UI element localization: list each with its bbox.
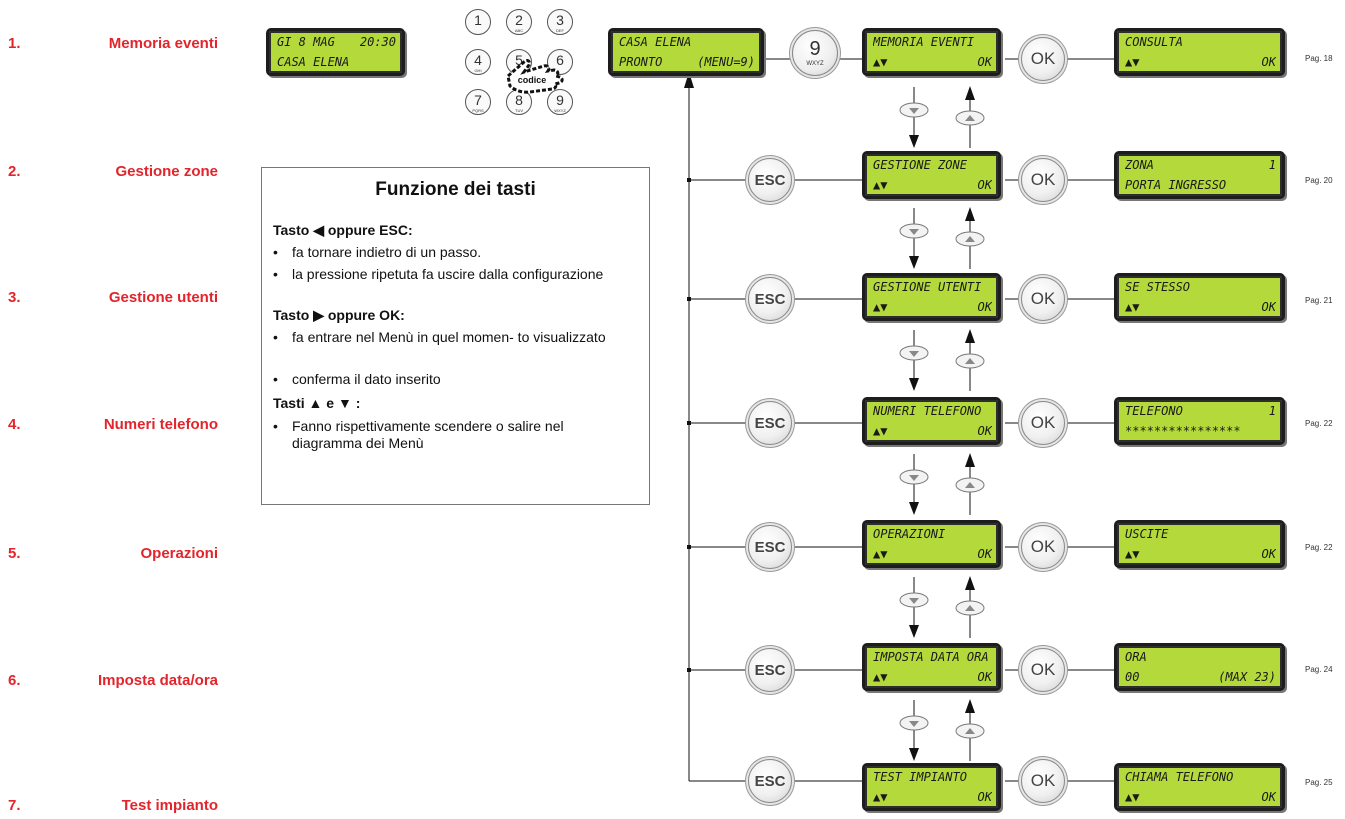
legend-item: •la pressione ripetuta fa uscire dalla c…: [273, 266, 604, 282]
legend-item: •fa tornare indietro di un passo.: [273, 244, 482, 260]
menu-label-numeri-telefono: 4.Numeri telefono: [8, 416, 218, 433]
nav-arrows: [899, 86, 985, 762]
esc-button-operazioni[interactable]: ESC: [748, 525, 792, 569]
esc-button-gestione-utenti[interactable]: ESC: [748, 277, 792, 321]
menu-label-memoria-eventi: 1.Memoria eventi: [8, 35, 218, 52]
submenu-display-chiama-telefono: CHIAMA TELEFONO ▲▼OK: [1114, 763, 1285, 811]
submenu-display-se-stesso: SE STESSO ▲▼OK: [1114, 273, 1285, 321]
page-ref: Pag. 22: [1305, 543, 1333, 552]
page-ref: Pag. 24: [1305, 665, 1333, 674]
esc-button-test-impianto[interactable]: ESC: [748, 759, 792, 803]
ok-button-numeri-telefono[interactable]: OK: [1021, 401, 1065, 445]
menu-label-operazioni: 5.Operazioni: [8, 545, 218, 562]
menu-label-test-impianto: 7.Test impianto: [8, 797, 218, 814]
ok-button-operazioni[interactable]: OK: [1021, 525, 1065, 569]
esc-button-numeri-telefono[interactable]: ESC: [748, 401, 792, 445]
menu-display-imposta-data-ora: IMPOSTA DATA ORA ▲▼OK: [862, 643, 1001, 691]
pointing-hand-icon: codice: [506, 59, 564, 94]
key-functions-legend: Funzione dei tasti Tasto ◀ oppure ESC: •…: [261, 167, 650, 505]
menu-display-test-impianto: TEST IMPIANTO ▲▼OK: [862, 763, 1001, 811]
esc-connectors: [689, 179, 862, 782]
menu-display-gestione-utenti: GESTIONE UTENTI ▲▼OK: [862, 273, 1001, 321]
legend-title: Funzione dei tasti: [375, 179, 536, 200]
menu-display-gestione-zone: GESTIONE ZONE ▲▼OK: [862, 151, 1001, 199]
ok-button-gestione-zone[interactable]: OK: [1021, 158, 1065, 202]
hand-label: codice: [518, 75, 547, 85]
menu-display-operazioni: OPERAZIONI ▲▼OK: [862, 520, 1001, 568]
keypad-key-1[interactable]: 1: [465, 9, 491, 35]
return-arrow: [684, 72, 694, 88]
menu-label-gestione-zone: 2.Gestione zone: [8, 163, 218, 180]
ok-button-imposta-data-ora[interactable]: OK: [1021, 648, 1065, 692]
ok-button-gestione-utenti[interactable]: OK: [1021, 277, 1065, 321]
ok-button-memoria-eventi[interactable]: OK: [1021, 37, 1065, 81]
submenu-display-uscite: USCITE ▲▼OK: [1114, 520, 1285, 568]
legend-heading-arrows: Tasti ▲ e ▼ :: [273, 395, 361, 411]
legend-item: •conferma il dato inserito: [273, 371, 441, 387]
menu-display-numeri-telefono: NUMERI TELEFONO ▲▼OK: [862, 397, 1001, 445]
esc-button-gestione-zone[interactable]: ESC: [748, 158, 792, 202]
submenu-display-ora: ORA 00(MAX 23): [1114, 643, 1285, 691]
menu-display-memoria-eventi: MEMORIA EVENTI ▲▼OK: [862, 28, 1001, 76]
page-ref: Pag. 20: [1305, 176, 1333, 185]
submenu-display-consulta: CONSULTA ▲▼OK: [1114, 28, 1285, 76]
page-ref: Pag. 25: [1305, 778, 1333, 787]
legend-heading-esc: Tasto ◀ oppure ESC:: [273, 222, 413, 238]
menu-label-imposta-data-ora: 6.Imposta data/ora: [8, 672, 218, 689]
page-ref: Pag. 18: [1305, 54, 1333, 63]
ready-display: CASA ELENA PRONTO(MENU=9): [608, 28, 764, 76]
page-ref: Pag. 21: [1305, 296, 1333, 305]
legend-heading-ok: Tasto ▶ oppure OK:: [273, 307, 405, 323]
ok-button-test-impianto[interactable]: OK: [1021, 759, 1065, 803]
menu-label-gestione-utenti: 3.Gestione utenti: [8, 289, 218, 306]
esc-button-imposta-data-ora[interactable]: ESC: [748, 648, 792, 692]
legend-item: •Fanno rispettivamente scendere o salire…: [273, 418, 564, 451]
page-ref: Pag. 22: [1305, 419, 1333, 428]
legend-item: •fa entrare nel Menù in quel momen- to v…: [273, 329, 606, 345]
